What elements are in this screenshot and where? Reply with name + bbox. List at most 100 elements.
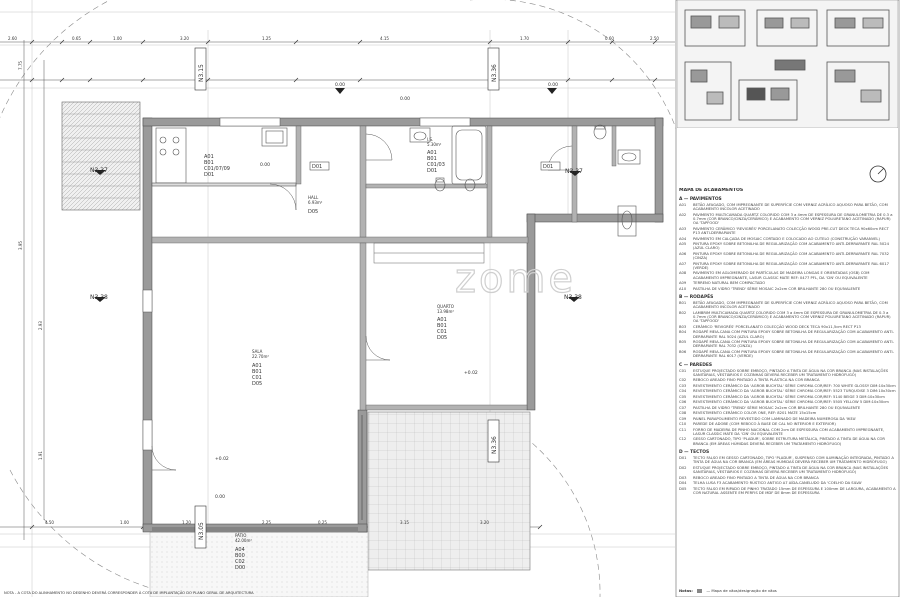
room-code: D05 <box>308 209 318 215</box>
legend-item-description: REVESTIMENTO CERÂMICO DA 'AGROB BUCHTAL'… <box>693 400 889 405</box>
elevation-tag: N3.37 <box>565 168 583 175</box>
dimension-value: 2.50 <box>650 36 659 41</box>
dimension-tick <box>59 39 65 45</box>
room-code: A01 <box>437 317 447 323</box>
dimension-tick <box>205 77 211 83</box>
living-room-label: SALA 22.70m² A01 B01 C01 D05 <box>252 349 269 387</box>
dimension-value: 7.75 <box>18 61 23 70</box>
legend-item-description: PAVIMENTO EM CALÇADA DE MOSAIC CORTADO E… <box>693 236 880 241</box>
legend-item-description: REVESTIMENTO CERÂMICO COLOR ONE, REF: 82… <box>693 411 817 416</box>
legend-item: A07 PINTURA EPOXY SOBRE BETONILHA DE REGU… <box>679 262 896 271</box>
legend-item-code: A09 <box>679 281 687 286</box>
kitchen-label: A01 B01 C01/07/09 D01 <box>204 154 230 178</box>
legend-item-code: A07 <box>679 261 687 266</box>
notes-text: — Mapa de vãos/designação de vãos <box>706 588 777 593</box>
dimension-value: 4.15 <box>380 36 389 41</box>
elevation-arrows <box>94 88 581 302</box>
legend-item-code: A02 <box>679 212 687 217</box>
room-code: A01 <box>204 154 214 160</box>
legend-item-code: C11 <box>679 427 687 432</box>
legend-item-description: TELHA LUSA F3 ACABAMENTO RÚSTICO ANTIGO … <box>693 481 863 486</box>
dimension-tick <box>29 39 35 45</box>
elevation-tag: N3.37 <box>90 167 108 174</box>
patio-label: PÁTIO 42.00m² A04 B00 C02 D00 <box>235 533 252 571</box>
legend-item-description: TECTO FALSO EM GESSO CARTONADO, TIPO 'PL… <box>693 456 894 465</box>
section-marker-label: N3.15 <box>198 64 205 82</box>
room-area: 13.98m² <box>437 309 454 314</box>
room-code: C01/03 <box>427 162 445 168</box>
bedroom-label: QUARTO 13.98m² A01 B01 C01 D05 <box>437 304 454 341</box>
legend-item-description: PINTURA EPOXY SOBRE BETONILHA DE REGULAR… <box>693 261 889 270</box>
legend-item-description: PINTURA EPOXY SOBRE BETONILHA DE REGULAR… <box>693 242 889 251</box>
room-labels: A01 B01 C01/07/09 D01 HALL 6.93m² D05 I.… <box>204 137 454 571</box>
legend-item-description: FORRO DE MADEIRA DE PINHO NACIONAL COM 2… <box>693 427 885 436</box>
dimension-tick <box>537 524 543 530</box>
legend-item-code: B06 <box>679 349 687 354</box>
dimension-tick <box>140 77 146 83</box>
room-area: 6.93m² <box>308 200 323 205</box>
legend-item-code: D05 <box>679 486 687 491</box>
legend-item-code: C12 <box>679 437 687 442</box>
dimension-value: 1.00 <box>120 520 129 525</box>
dimension-tick <box>609 39 615 45</box>
level-mark: 0.00 <box>260 162 270 168</box>
dimension-tick <box>59 77 65 83</box>
legend-item-code: A01 <box>679 203 687 207</box>
dimension-tick <box>293 39 299 45</box>
legend-item-code: D01 <box>679 456 687 461</box>
legend-item-code: C02 <box>679 378 687 383</box>
legend-item-code: C05 <box>679 394 687 399</box>
legend-item-description: BETÃO AFAGADO, COM IMPREGNANTE DE SUPERF… <box>693 203 888 212</box>
legend-item-description: REBOCO AREADO FINO PINTADO A TINTA PLÁST… <box>693 378 820 383</box>
room-code: B00 <box>235 553 245 559</box>
room-code: D00 <box>235 565 245 571</box>
legend-item-code: C10 <box>679 422 687 427</box>
legend-section-heading: C — PAREDES <box>679 362 713 368</box>
room-code: B01 <box>252 369 262 375</box>
legend-item-description: TERRENO NATURAL BEM COMPACTADO <box>693 281 766 286</box>
top-dimensions: 2.60 0.65 1.00 3.20 1.25 4.15 1.70 0.60 … <box>8 36 659 41</box>
legend-item-code: C01 <box>679 368 687 373</box>
section-marker-label: N3.05 <box>198 522 205 540</box>
legend-item-code: A10 <box>679 286 687 291</box>
dimension-value: 2.25 <box>262 520 271 525</box>
sliding-glazing <box>152 415 363 531</box>
room-code: D05 <box>252 381 262 387</box>
door-tag: D01 <box>312 164 322 170</box>
level-mark: 0.00 <box>548 82 558 88</box>
legend-item-code: C04 <box>679 389 687 394</box>
legend-item-description: PASTILHA DE VIDRO 'TREND' SÉRIE MOSAIC 2… <box>693 405 861 410</box>
dimension-tick <box>140 39 146 45</box>
legend-item-code: B05 <box>679 340 687 345</box>
legend-item-code: C07 <box>679 405 687 410</box>
level-mark: +0.02 <box>215 456 229 462</box>
legend-item: C07 PASTILHA DE VIDRO 'TREND' SÉRIE MOSAI… <box>679 406 896 410</box>
notes-label: Notas: <box>679 588 693 593</box>
room-name: PÁTIO <box>235 533 246 538</box>
legend-item-description: REVESTIMENTO CERÂMICO DA 'AGROB BUCHTAL'… <box>693 389 896 394</box>
dimension-tick <box>205 39 211 45</box>
dimension-tick <box>87 39 93 45</box>
level-mark: 0.00 <box>335 82 345 88</box>
room-name: I.S. <box>427 137 433 142</box>
legend-item-description: PAVIMENTO EM AGLOMERADO DE PARTÍCULAS DE… <box>693 271 870 280</box>
dimension-tick <box>609 77 615 83</box>
bathroom-label: I.S. 5.30m² A01 B01 C01/03 D01 <box>427 137 445 174</box>
room-code: C01/07/09 <box>204 166 230 172</box>
room-code: B01 <box>437 323 447 329</box>
room-area: 5.30m² <box>427 142 442 147</box>
legend-item-description: ESTUQUE PROJECTADO SOBRE EMBOÇO, PINTADO… <box>693 465 889 475</box>
legend-item-description: PAREDE DE ADOBE (COM REBOCO À BASE DE CA… <box>693 422 836 427</box>
legend-item-description: PINTURA EPOXY SOBRE BETONILHA DE REGULAR… <box>693 251 889 261</box>
legend-item-code: D04 <box>679 481 687 486</box>
